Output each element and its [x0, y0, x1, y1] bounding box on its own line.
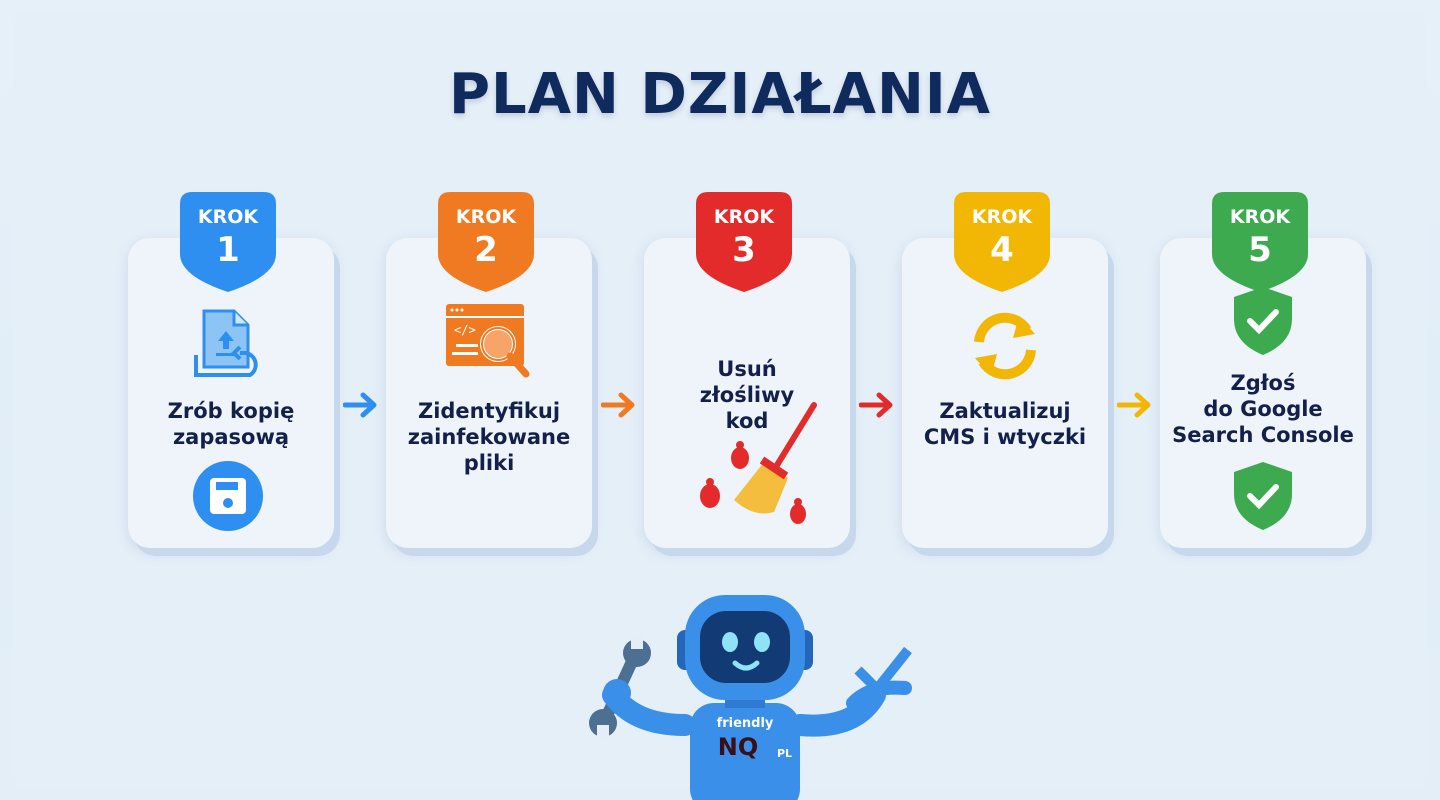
step-krok-label: KROK [197, 206, 259, 228]
step-label-line: Usuń [717, 357, 777, 381]
step-krok-label: KROK [1229, 206, 1291, 228]
broom-bugs-icon [694, 400, 824, 534]
page-title: PLAN DZIAŁANIA [448, 62, 992, 127]
brand-main: NQ [718, 733, 759, 761]
step-label-line: zapasową [172, 425, 290, 449]
shield-check-icon [1230, 460, 1296, 536]
refresh-icon [967, 308, 1043, 388]
brand-top: friendly [717, 716, 774, 731]
step-number: 1 [216, 230, 240, 270]
step-label-line: złośliwy [699, 383, 795, 407]
step-number: 4 [990, 230, 1014, 270]
floppy-disk-icon [192, 460, 264, 536]
checkmark-icon [854, 646, 912, 697]
step-label-line: Zrób kopię [167, 399, 295, 423]
svg-text:</>: </> [454, 323, 476, 337]
step-number: 2 [474, 230, 498, 270]
step-label-line: Search Console [1172, 423, 1354, 447]
step-label-line: Zidentyfikuj [417, 399, 561, 423]
step-badge: KROK 4 [954, 192, 1050, 292]
file-restore-icon [190, 305, 270, 389]
step-label-line: zainfekowane [407, 425, 571, 449]
step-number: 5 [1248, 230, 1272, 270]
arrow-right-icon [1116, 392, 1153, 422]
step-number: 3 [732, 230, 756, 270]
step-label-line: Zaktualizuj [939, 399, 1071, 423]
step-label-line: CMS i wtyczki [923, 425, 1087, 449]
step-badge: KROK 1 [180, 192, 276, 292]
brand-suffix: PL [777, 747, 792, 760]
arrow-right-icon [342, 392, 379, 422]
step-label-line: pliki [463, 451, 515, 475]
shield-check-icon [1230, 285, 1296, 361]
step-badge: KROK 5 [1212, 192, 1308, 292]
step-badge: KROK 3 [696, 192, 792, 292]
step-label-line: do Google [1203, 397, 1323, 421]
robot-mascot: friendly NQ PL [589, 595, 912, 800]
step-badge: KROK 2 [438, 192, 534, 292]
step-label-line: Zgłoś [1230, 371, 1296, 395]
step-krok-label: KROK [971, 206, 1033, 228]
arrow-right-icon [600, 392, 637, 422]
step-label-line: kod [725, 409, 769, 433]
arrow-right-icon [858, 392, 895, 422]
code-search-icon: </> [442, 302, 534, 386]
step-krok-label: KROK [713, 206, 775, 228]
step-krok-label: KROK [455, 206, 517, 228]
